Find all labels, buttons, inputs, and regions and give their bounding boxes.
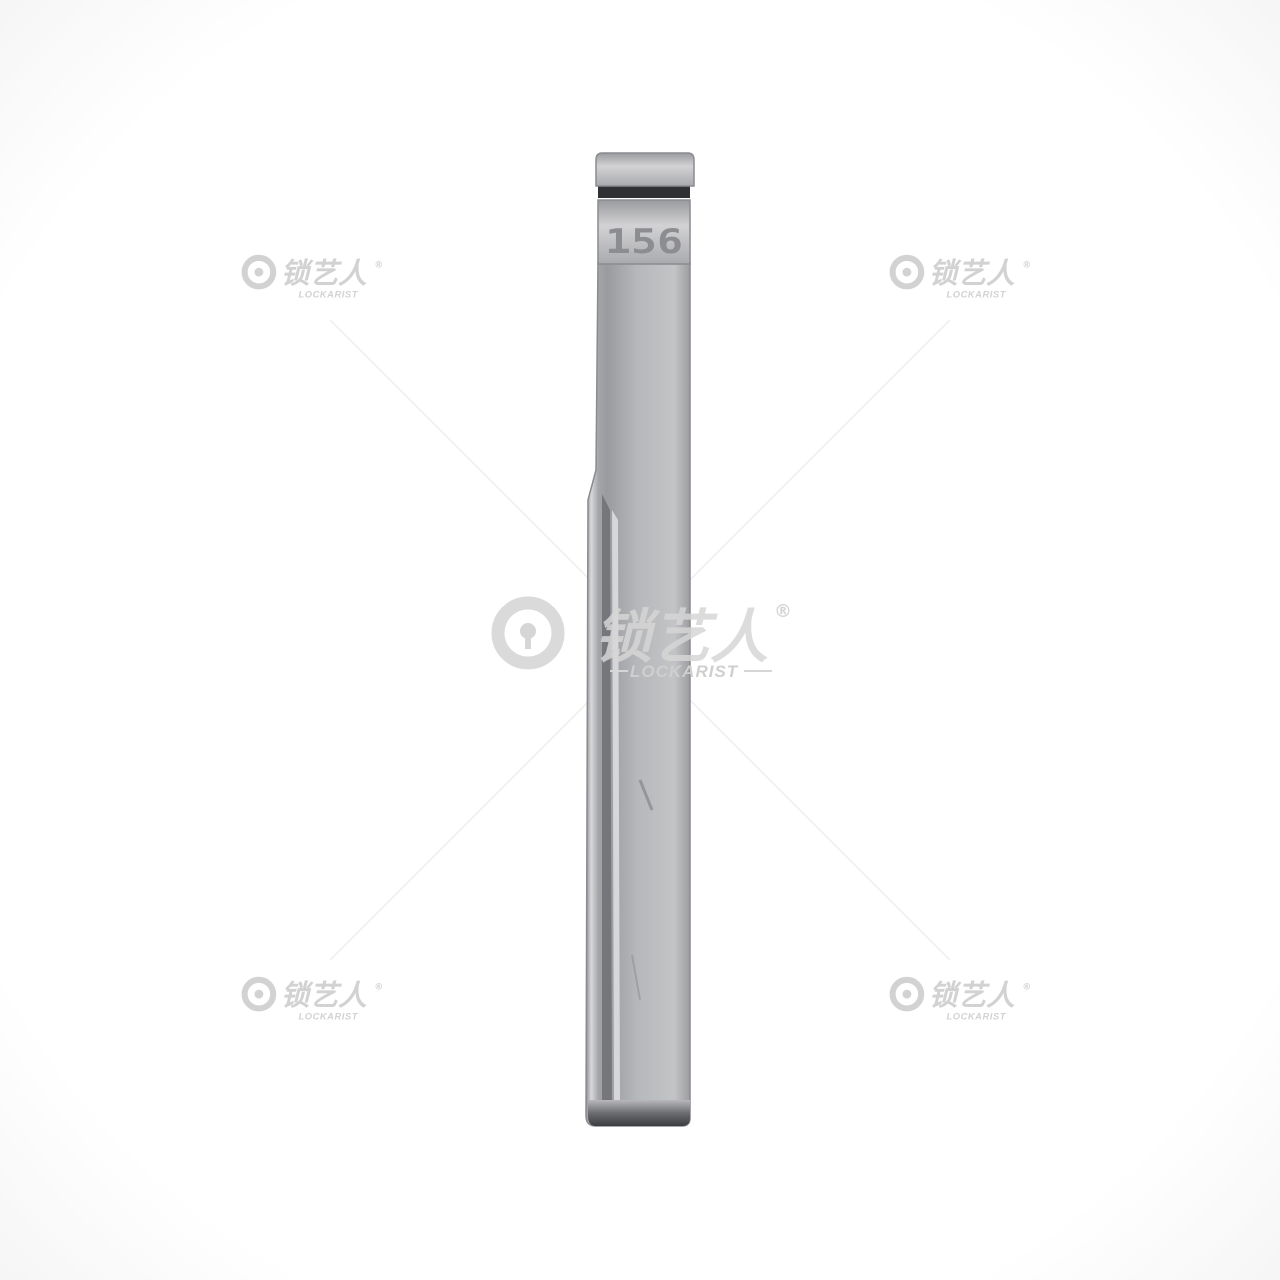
watermark-registered: ® [1022, 261, 1031, 271]
watermark-top-right: 锁艺人 ® LOCKARIST [889, 254, 1031, 299]
watermark-registered: ® [374, 983, 383, 993]
watermark-brand-cn: 锁艺人 [281, 978, 367, 1012]
watermark-registered: ® [374, 261, 383, 271]
lockarist-logo-icon [889, 254, 925, 290]
blade-head [595, 152, 695, 187]
watermark-diagonals [329, 319, 951, 961]
blade-tip [588, 1100, 690, 1126]
lockarist-logo-icon [241, 976, 277, 1012]
watermark-brand-en: LOCKARIST [947, 1011, 1007, 1021]
watermark-bottom-left: 锁艺人 ® LOCKARIST [241, 976, 383, 1021]
watermark-brand-en: LOCKARIST [947, 289, 1007, 299]
watermark-brand-en: LOCKARIST [299, 289, 359, 299]
watermark-bottom-right: 锁艺人 ® LOCKARIST [889, 976, 1031, 1021]
lockarist-logo-icon [241, 254, 277, 290]
blade-scratch [631, 954, 641, 1001]
watermark-brand-cn: 锁艺人 [929, 978, 1015, 1012]
watermark-brand-cn: 锁艺人 [281, 256, 367, 290]
watermark-registered: ® [1022, 983, 1031, 993]
watermark-brand-en: LOCKARIST [299, 1011, 359, 1021]
watermark-brand-cn: 锁艺人 [594, 603, 768, 671]
watermark-center: 锁艺人 ® LOCKARIST [491, 596, 792, 681]
blade-notch [598, 184, 690, 198]
blade-groove-highlight [612, 510, 620, 1100]
lockarist-logo-icon [889, 976, 925, 1012]
watermark-registered: ® [774, 601, 792, 622]
lockarist-logo-icon [491, 596, 565, 670]
watermark-brand-en: LOCKARIST [630, 662, 739, 681]
stamp-number: 156 [605, 222, 683, 262]
blade-groove [602, 494, 612, 1100]
blade-shoulder [597, 199, 691, 265]
blade-shank [585, 261, 691, 1127]
watermark-brand-cn: 锁艺人 [929, 256, 1015, 290]
blade-scratch [638, 779, 654, 811]
watermark-top-left: 锁艺人 ® LOCKARIST [241, 254, 383, 299]
key-blade: 156 [585, 152, 695, 1127]
